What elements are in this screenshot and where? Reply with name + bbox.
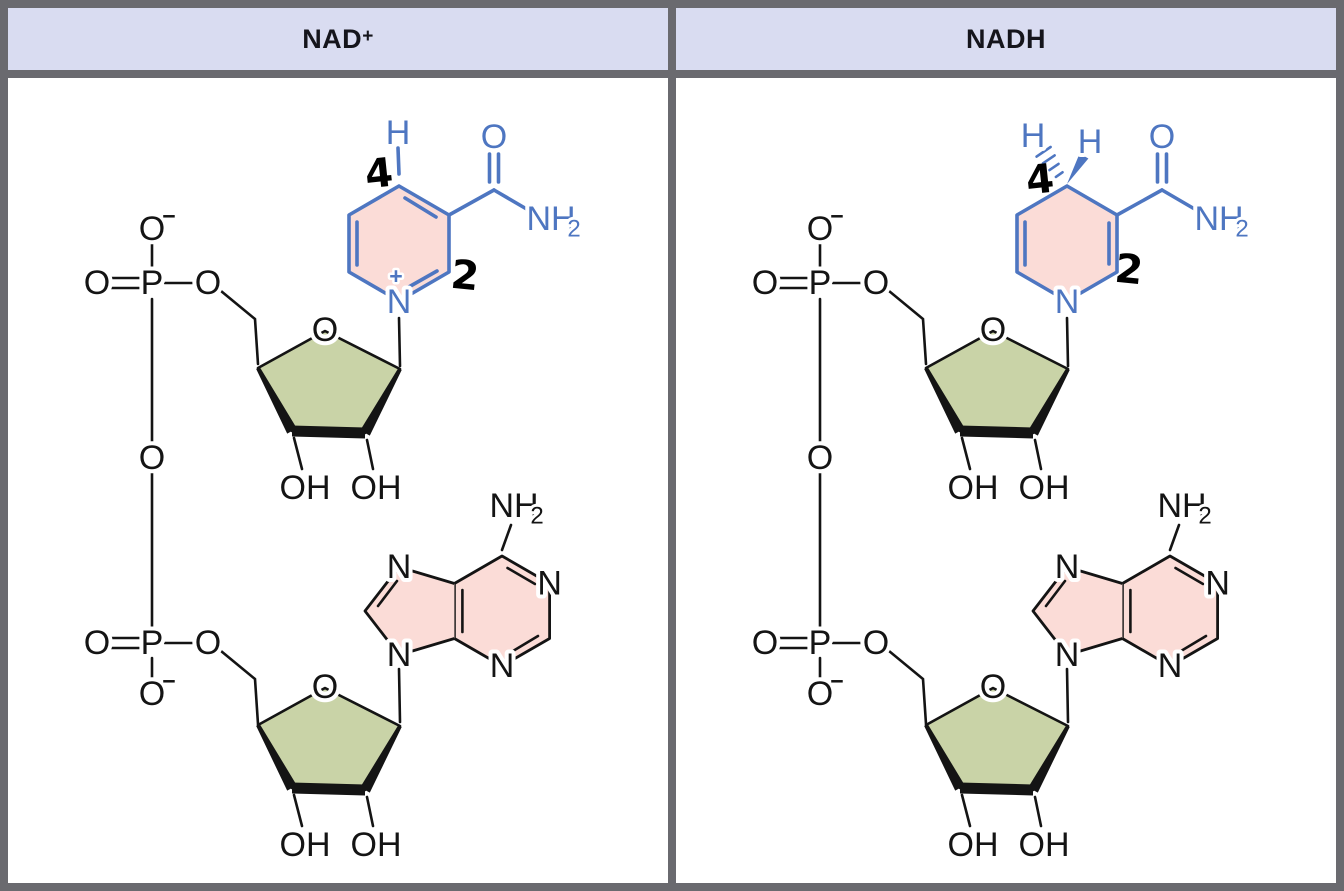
carbonyl-oxygen: O [481, 118, 507, 156]
header-nadh-label: NADH [966, 23, 1046, 54]
nicotinamide-n1: N [1055, 283, 1080, 321]
carbonyl-oxygen: O [1149, 118, 1175, 156]
position-2-label: 2 [1113, 246, 1145, 295]
nicotinamide-ring-oxidized: N + H O NH 2 [347, 110, 584, 325]
bond-c-nh2 [1160, 188, 1200, 213]
bond-c3-carbonyl [1115, 188, 1164, 217]
solid-wedge-bond-h [1067, 153, 1089, 184]
bond-c-nh2 [492, 188, 532, 213]
amide-nitrogen: NH [526, 200, 575, 238]
header-nad-charge: + [362, 26, 374, 47]
panel-nadh: N H H O NH 2 4 2 [676, 78, 1336, 883]
backbone-nad [84, 203, 562, 864]
n1-plus-charge: + [389, 263, 402, 289]
amide-sub: 2 [1235, 216, 1248, 243]
header-nad-label: NAD [302, 23, 363, 54]
amide-sub: 2 [567, 216, 580, 243]
nadh-structure: N H H O NH 2 4 2 [676, 113, 1252, 883]
header-nadh: NADH [676, 8, 1336, 70]
bond-c3-c4-double [403, 196, 438, 219]
c4-hydrogen-left: H [1021, 117, 1046, 155]
panel-nad-plus: N + H O NH 2 4 2 [8, 78, 668, 883]
amide-nitrogen: NH [1194, 200, 1243, 238]
hash-wedge-bond-h [1035, 145, 1064, 179]
bond-c4-h [396, 146, 401, 176]
c4-hydrogen: H [386, 114, 411, 152]
nicotinamide-ring-reduced: N H H O NH 2 [1015, 113, 1252, 325]
nad-plus-structure: N + H O NH 2 4 2 [8, 110, 584, 883]
header-nad-plus: NAD+ [8, 8, 668, 70]
nicotinamide-n1: N [387, 283, 412, 321]
position-4-label: 4 [363, 150, 395, 199]
backbone-nadh [752, 203, 1230, 864]
position-4-label: 4 [1024, 156, 1056, 205]
pyridinium-ring [347, 184, 451, 303]
bond-c3-carbonyl [447, 188, 496, 217]
dihydropyridine-ring [1015, 184, 1119, 303]
bond-n1-c2-double [405, 269, 439, 290]
c4-hydrogen-right: H [1078, 123, 1103, 161]
position-2-label: 2 [449, 252, 481, 301]
